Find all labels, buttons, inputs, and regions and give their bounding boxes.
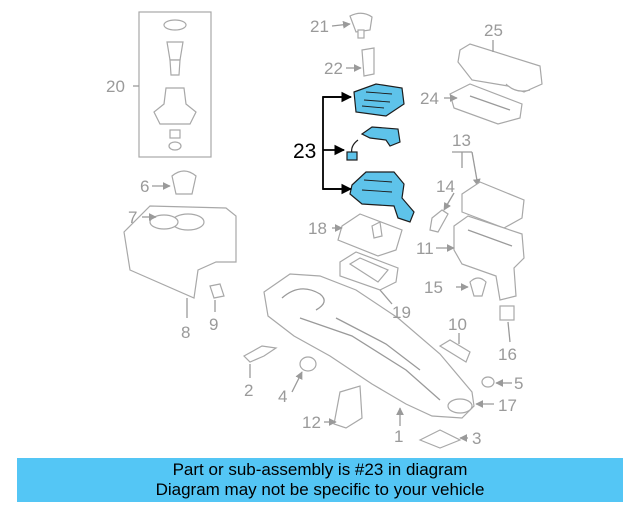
callout-4: 4 — [278, 387, 287, 406]
callout-22: 22 — [324, 59, 343, 78]
part-13-armrest-lid — [461, 181, 525, 229]
part-21-knob — [349, 12, 373, 39]
part-22-lever — [361, 47, 375, 77]
part-19-tray — [339, 251, 399, 291]
callout-18: 18 — [308, 219, 327, 238]
callout-19: 19 — [392, 303, 411, 322]
callout-14: 14 — [436, 177, 455, 196]
callout-21: 21 — [310, 17, 329, 36]
part-12-mount — [333, 385, 363, 429]
part-4-button — [299, 356, 317, 372]
part-14-clip — [429, 209, 449, 233]
part-20-shift-boot — [138, 11, 212, 158]
callout-17: 17 — [498, 396, 517, 415]
part-18-bezel — [337, 213, 403, 257]
callout-12: 12 — [302, 413, 321, 432]
callout-20: 20 — [106, 77, 125, 96]
part-7-console-base — [123, 205, 237, 299]
callout-5: 5 — [514, 374, 523, 393]
callout-labels: 1 2 3 4 5 6 7 8 9 10 11 12 13 14 15 16 1… — [106, 17, 523, 448]
part-2-bracket — [243, 345, 278, 363]
callout-7: 7 — [128, 208, 137, 227]
callout-24: 24 — [420, 89, 439, 108]
callout-16: 16 — [498, 345, 517, 364]
callout-13: 13 — [452, 131, 471, 150]
callout-15: 15 — [424, 278, 443, 297]
part-24-bracket — [449, 83, 523, 125]
parts-diagram: 1 2 3 4 5 6 7 8 9 10 11 12 13 14 15 16 1… — [106, 11, 543, 449]
callout-9: 9 — [209, 315, 218, 334]
callout-11: 11 — [416, 239, 434, 258]
part-11-storage-box — [453, 215, 525, 301]
callout-10: 10 — [448, 315, 467, 334]
part-25-console-trim — [457, 43, 543, 93]
part-5-plug — [481, 376, 495, 388]
callout-2: 2 — [244, 381, 253, 400]
banner-line-2: Diagram may not be specific to your vehi… — [155, 480, 485, 499]
part-3-cover — [418, 429, 462, 449]
callout-1: 1 — [394, 427, 403, 446]
callout-23: 23 — [293, 140, 316, 163]
info-banner: Part or sub-assembly is #23 in diagram D… — [17, 458, 623, 502]
callout-25: 25 — [484, 21, 503, 40]
part-6-cup-holder — [171, 170, 197, 195]
part-15-knob — [469, 277, 487, 297]
part-9-pin — [209, 283, 225, 299]
part-23-shifter-assembly — [346, 83, 415, 223]
callout-8: 8 — [181, 323, 190, 342]
part-1-center-console — [263, 273, 475, 419]
callout-6: 6 — [140, 177, 149, 196]
part-16-cap — [499, 305, 515, 321]
banner-line-1: Part or sub-assembly is #23 in diagram — [172, 460, 468, 479]
callout-3: 3 — [472, 429, 481, 448]
part-10-handle — [438, 339, 471, 363]
